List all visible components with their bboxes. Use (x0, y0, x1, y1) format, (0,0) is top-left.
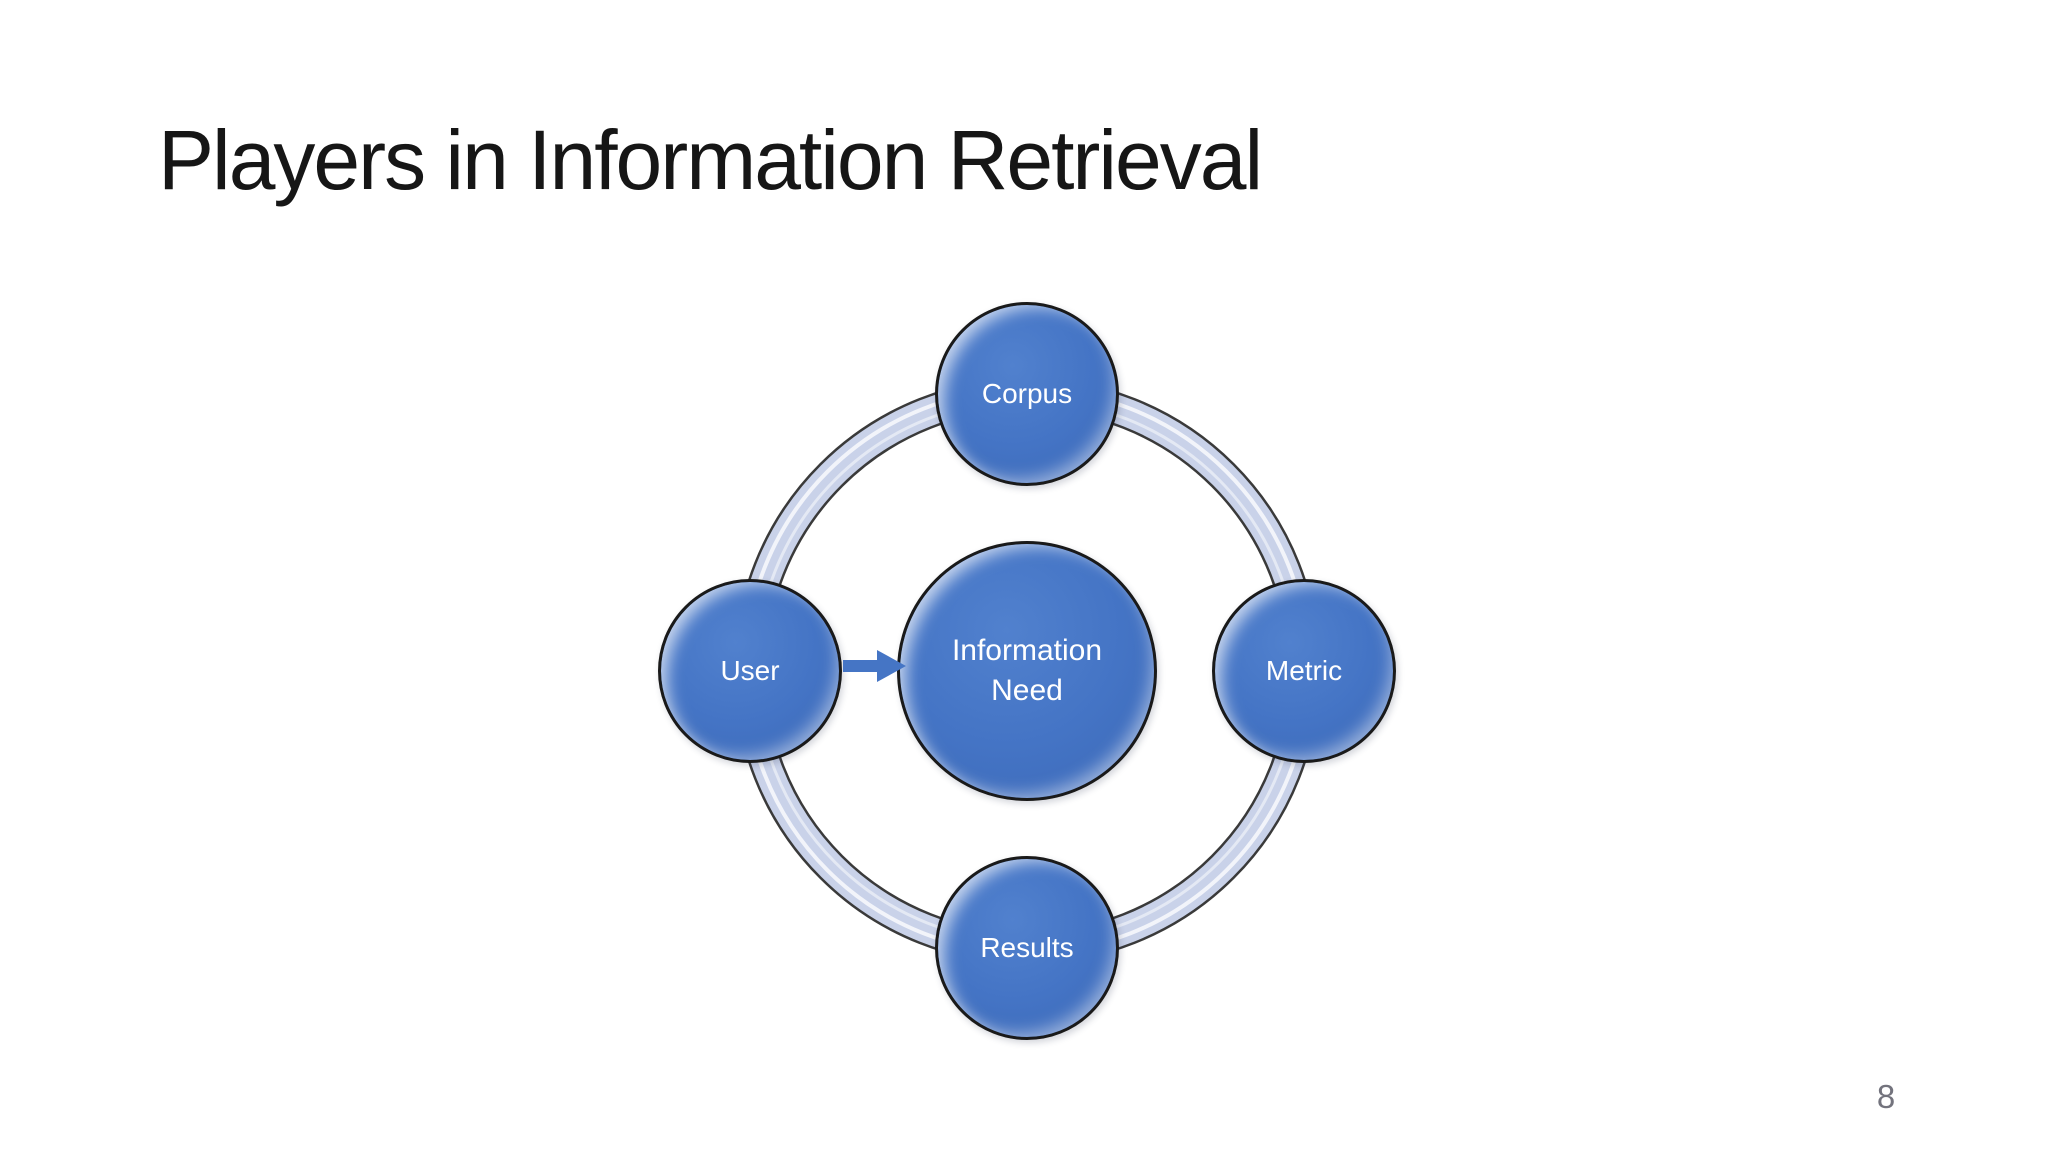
node-corpus-label: Corpus (981, 378, 1073, 410)
slide-title: Players in Information Retrieval (158, 113, 1263, 207)
node-corpus: Corpus (935, 302, 1119, 486)
node-user: User (658, 579, 842, 763)
node-user-label: User (720, 655, 780, 687)
node-information-need-label: Information Need (951, 633, 1103, 708)
node-results-label: Results (980, 932, 1074, 964)
node-information-need: Information Need (897, 541, 1157, 801)
node-metric: Metric (1212, 579, 1396, 763)
node-metric-label: Metric (1265, 655, 1343, 687)
page-number: 8 (1876, 1078, 1896, 1115)
node-results: Results (935, 856, 1119, 1040)
